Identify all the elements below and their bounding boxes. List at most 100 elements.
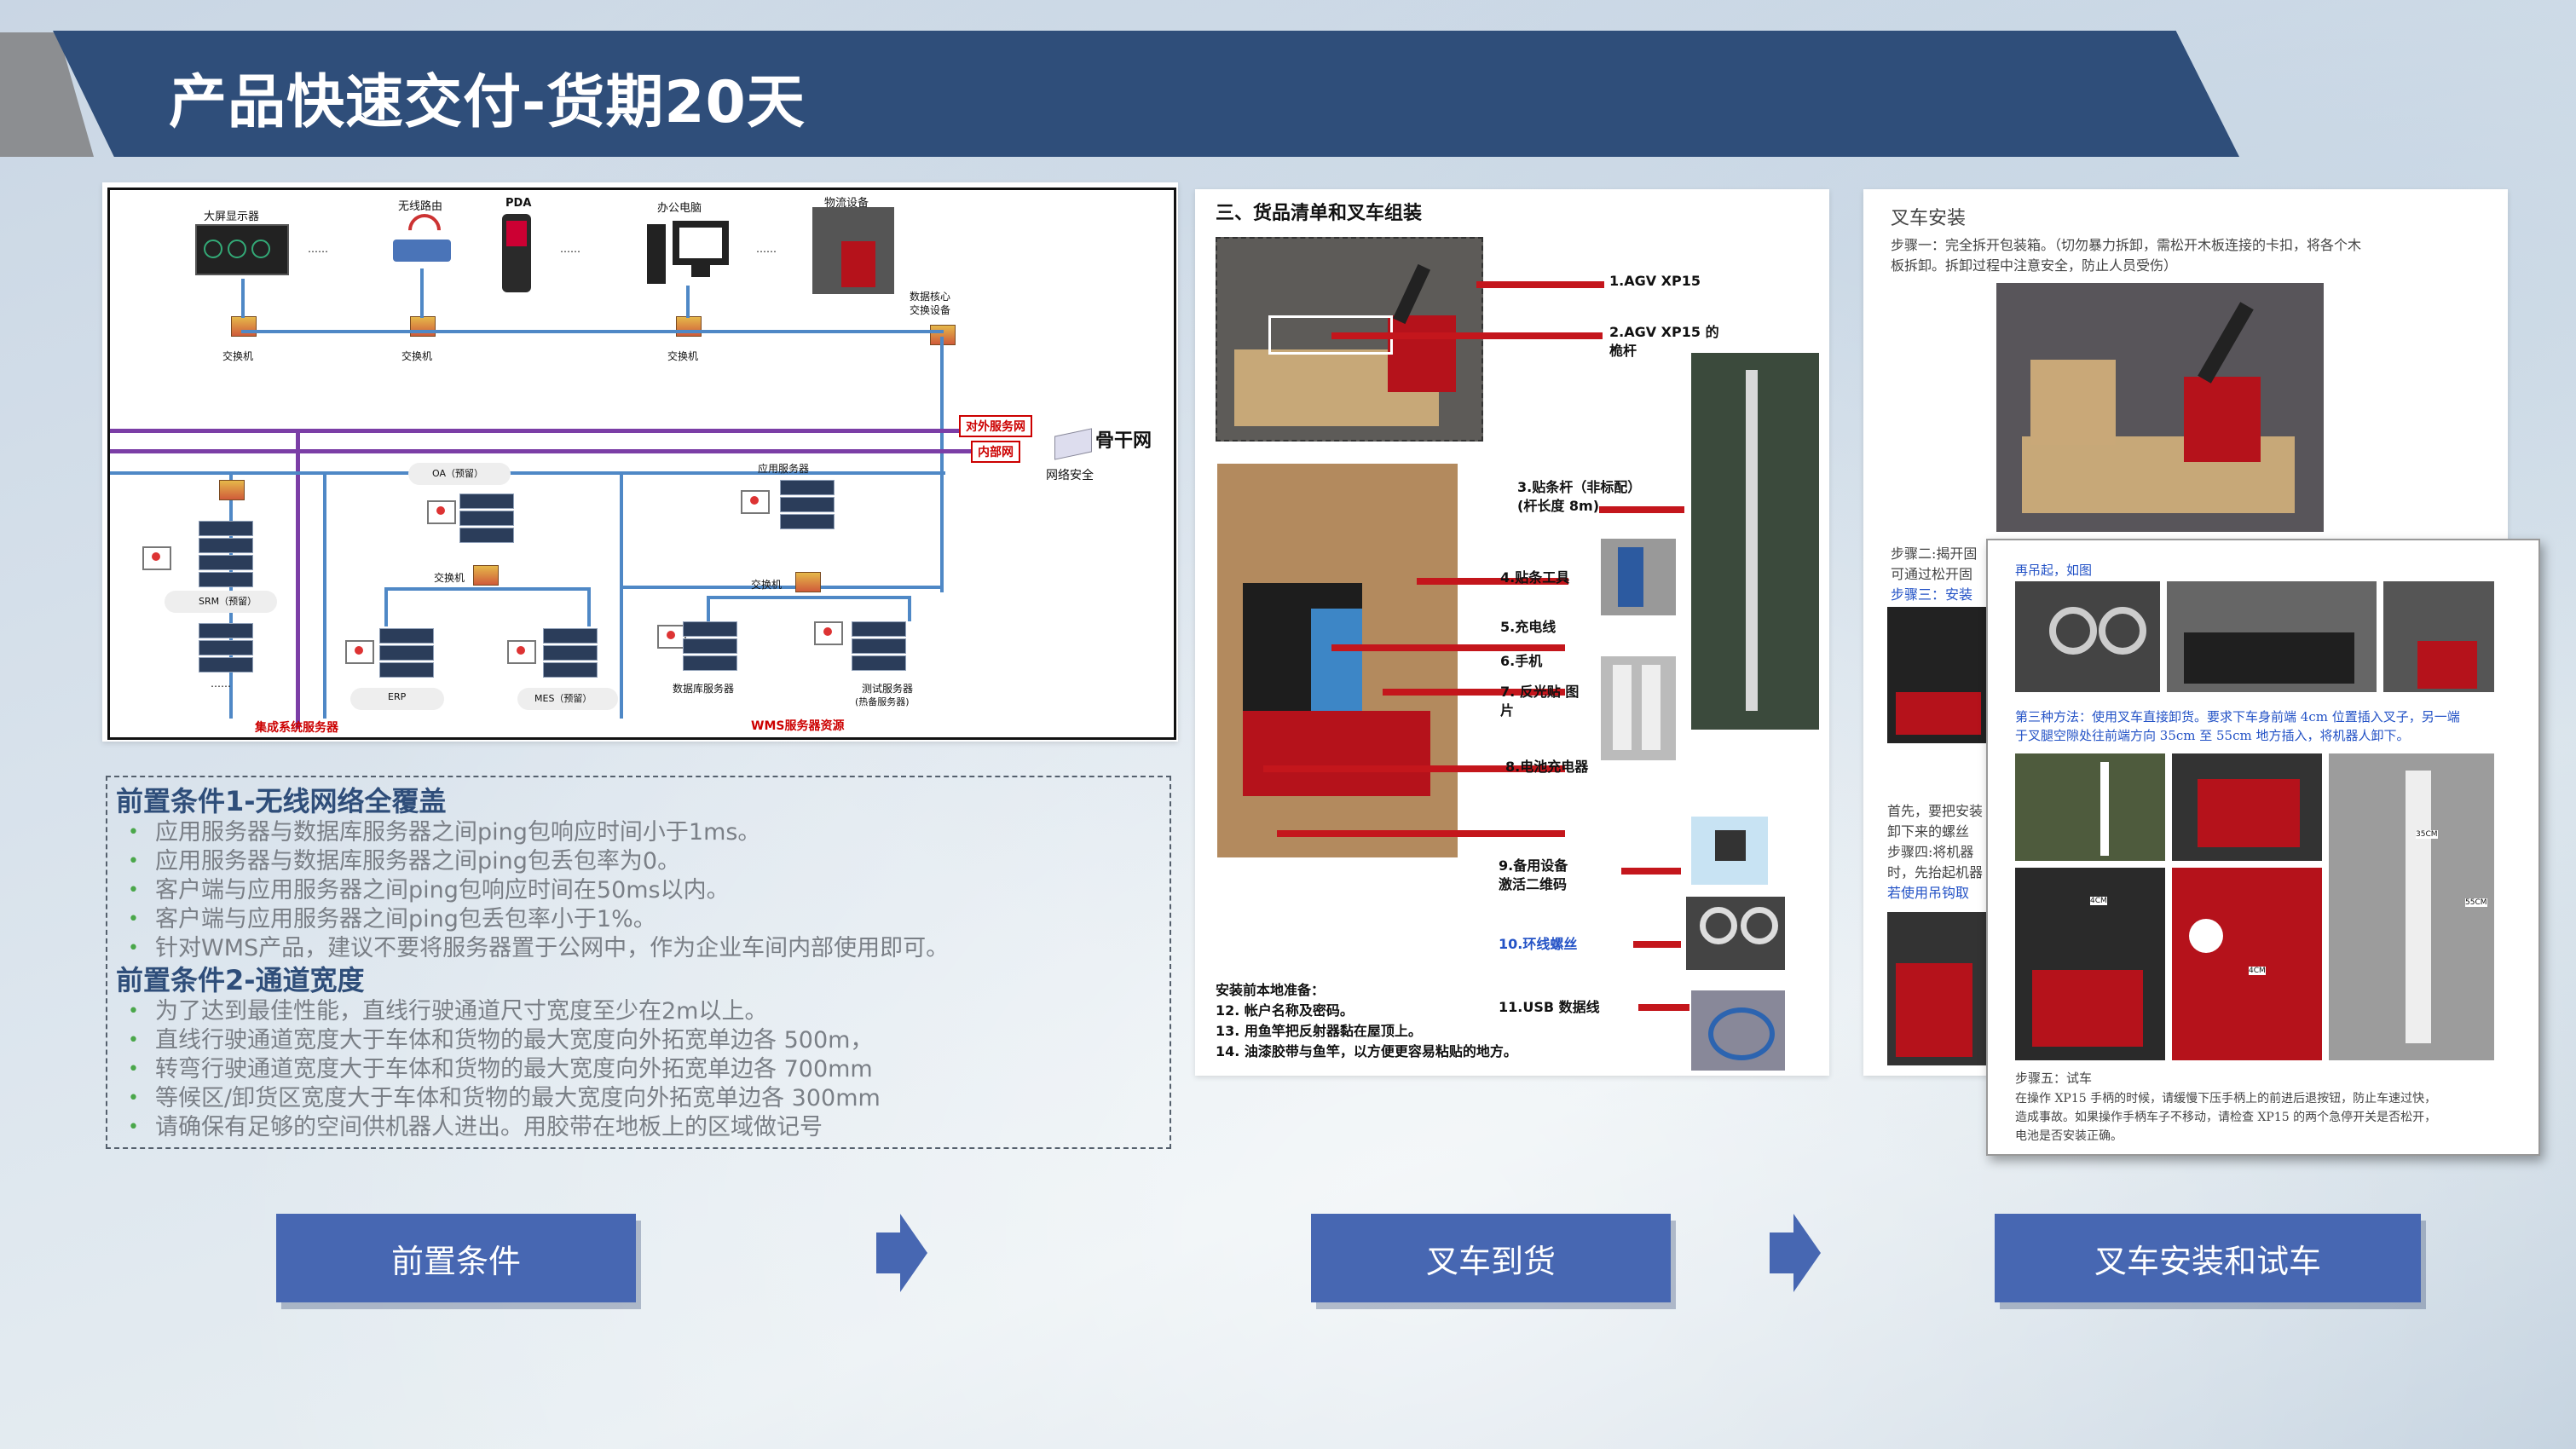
install-step1-line2: 板拆卸。拆卸过程中注意安全，防止人员受伤） [1891,257,2178,274]
eyebolt-detail-photo [2015,581,2160,692]
agv-photo [1216,237,1483,442]
item-label: 10.环线螺丝 [1499,936,1578,952]
line [620,471,623,719]
step-preconditions-button[interactable]: 前置条件 [276,1214,636,1302]
step-forklift-arrival-button[interactable]: 叉车到货 [1311,1214,1671,1302]
eyebolt-photo [1686,897,1785,970]
monitor-icon [427,500,456,524]
prep-item: 12. 帐户名称及密码。 [1216,1002,1354,1019]
switch-icon [676,316,702,337]
item-label: 3.贴条杆（非标配） [1517,479,1642,495]
fork-photo-2 [2172,753,2322,861]
forklift-top-photo [2167,581,2377,692]
right-arrow-icon [876,1214,927,1292]
line [241,279,245,318]
monitor-icon [142,546,171,570]
server-rack-icon [459,528,514,543]
packing-list-panel: 三、货品清单和叉车组装 1.AGV XP15 [1195,189,1829,1076]
switch-icon [795,572,821,592]
list-item: 为了达到最佳性能，直线行驶通道尺寸宽度至少在2m以上。 [116,997,1161,1026]
monitor-icon [741,490,770,514]
overlay-method-line1: 第三种方法：使用叉车直接卸货。要求下车身前端 4cm 位置插入叉子，另一端 [2015,709,2460,724]
install-step2-line2: 可通过松开固 [1891,566,1973,582]
switch-label: 交换机 [401,350,433,362]
server-rack-icon [199,657,253,673]
lower-line [620,586,944,589]
side-photo [1887,607,1998,743]
callout-arrow [1383,689,1565,696]
step5-line1: 在操作 XP15 手柄的时候，请缓慢下压手柄上的前进后退按钮，防止车速过快， [2015,1092,2437,1106]
item-label: 7. 反光贴 图 [1500,684,1580,700]
left-text: 首先，要把安装 [1887,803,1984,819]
line [420,268,424,318]
item-label: 1.AGV XP15 [1609,273,1701,289]
list-item: 请确保有足够的空间供机器人进出。用胶带在地板上的区域做记号 [116,1113,1161,1142]
server-rack-icon [852,638,906,654]
item-label: 5.充电线 [1500,619,1557,635]
network-diagram-frame: 大屏显示器 …… 无线路由 PDA …… 办公电脑 …… 物流设备 数据核心 交… [107,188,1176,740]
dimension-label: 55CM [2465,898,2487,907]
app-server-label: 应用服务器 [758,463,810,475]
item-label: 6.手机 [1500,653,1543,669]
intranet-tag: 内部网 [971,441,1020,463]
oa-oval [408,463,511,485]
pole-photo [1691,353,1819,730]
erp-oval [350,688,444,710]
packing-heading: 三、货品清单和叉车组装 [1216,203,1423,224]
step5-title: 步骤五：试车 [2015,1071,2093,1086]
line [707,596,911,599]
big-screen-icon [195,224,289,275]
install-overlay-sheet: 再吊起，如图 第三种方法：使用叉车直接卸货。要求下车身前端 4cm 位置插入叉子… [1986,539,2540,1156]
server-rack-icon [543,645,598,661]
item-label: 11.USB 数据线 [1499,999,1600,1015]
top-backbone-line [241,330,944,333]
step-install-test-button[interactable]: 叉车安装和试车 [1995,1214,2421,1302]
fork-photo-5 [2172,868,2322,1060]
list-item: 应用服务器与数据库服务器之间ping包响应时间小于1ms。 [116,818,1161,847]
switch-label: 交换机 [434,572,465,584]
server-rack-icon [683,655,737,671]
left-text: 步骤四:将机器 [1887,844,1974,860]
preconditions-box: 前置条件1-无线网络全覆盖 应用服务器与数据库服务器之间ping包响应时间小于1… [106,776,1171,1149]
fork-photo-1 [2015,753,2165,861]
purple-vertical-line [296,429,300,729]
firewall-icon [1054,428,1092,460]
internal-network-line [110,449,971,453]
page-title: 产品快速交付-货期20天 [169,69,806,136]
step5-line3: 电池是否安装正确。 [2015,1129,2123,1143]
server-rack-icon [780,497,835,512]
pda-icon [502,214,531,292]
lower-line [110,471,945,475]
list-item: 应用服务器与数据库服务器之间ping包丢包率为0。 [116,847,1161,876]
install-step2-line1: 步骤二:揭开固 [1891,546,1978,562]
office-pc-icon [647,216,732,286]
server-rack-icon [683,621,737,637]
switch-icon [410,316,436,337]
dimension-label: 4CM [2249,967,2266,975]
server-rack-icon [852,655,906,671]
overlay-method-line2: 于叉腿空隙处往前端方向 35cm 至 55cm 地方插入，将机器人卸下。 [2015,728,2410,743]
server-rack-icon [199,623,253,638]
logistics-label: 物流设备 [824,197,869,210]
server-rack-icon [683,638,737,654]
erp-label: ERP [388,691,407,702]
unpacked-agv-photo [1996,283,2324,532]
qr-photo [1691,817,1768,885]
server-rack-icon [199,555,253,570]
logistics-robot-icon [812,207,894,294]
switch-icon [473,565,499,586]
precondition-2-list: 为了达到最佳性能，直线行驶通道尺寸宽度至少在2m以上。 直线行驶通道宽度大于车体… [116,997,1161,1142]
monitor-icon [345,640,374,664]
server-rack-icon [379,662,434,678]
server-rack-icon [852,621,906,637]
server-rack-icon [379,645,434,661]
side-photo-2 [1887,912,1990,1065]
dimension-label: 35CM [2416,830,2438,839]
callout-arrow [1476,281,1604,288]
install-title: 叉车安装 [1891,208,1967,229]
install-step3: 步骤三：安装 [1891,586,1973,603]
usb-cable-photo [1691,990,1785,1071]
item-label: 桅杆 [1609,343,1637,359]
server-rack-icon [379,628,434,644]
office-pc-label: 办公电脑 [657,202,702,215]
